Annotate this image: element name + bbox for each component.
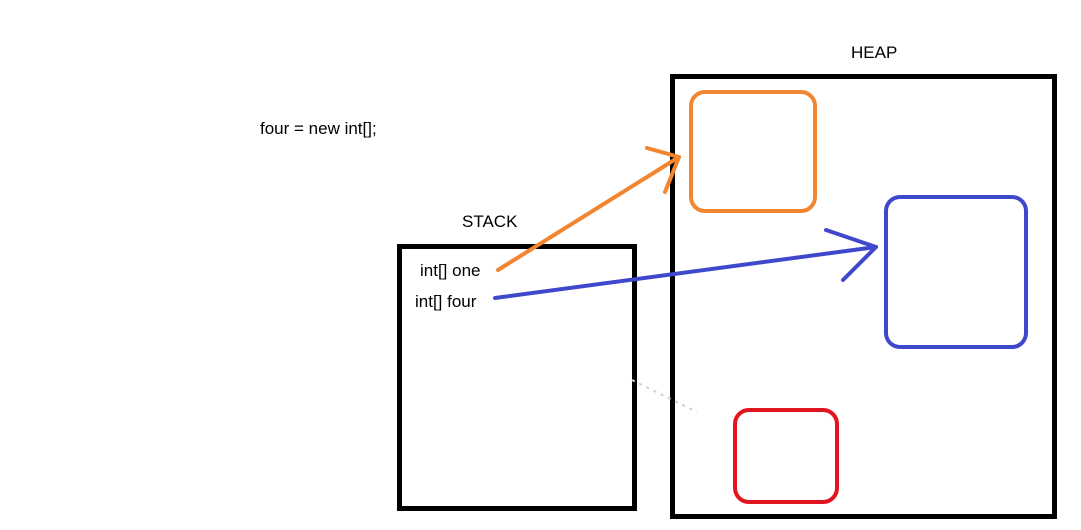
stack-variable-four: int[] four <box>415 292 477 311</box>
heap-object-red <box>733 408 839 504</box>
heap-object-orange <box>689 90 817 213</box>
stack-variable-one: int[] one <box>420 261 481 280</box>
heap-object-blue <box>884 195 1028 349</box>
code-statement: four = new int[]; <box>260 119 377 138</box>
heap-title: HEAP <box>851 43 898 62</box>
stack-frame-box <box>397 244 637 511</box>
stack-title: STACK <box>462 212 518 231</box>
